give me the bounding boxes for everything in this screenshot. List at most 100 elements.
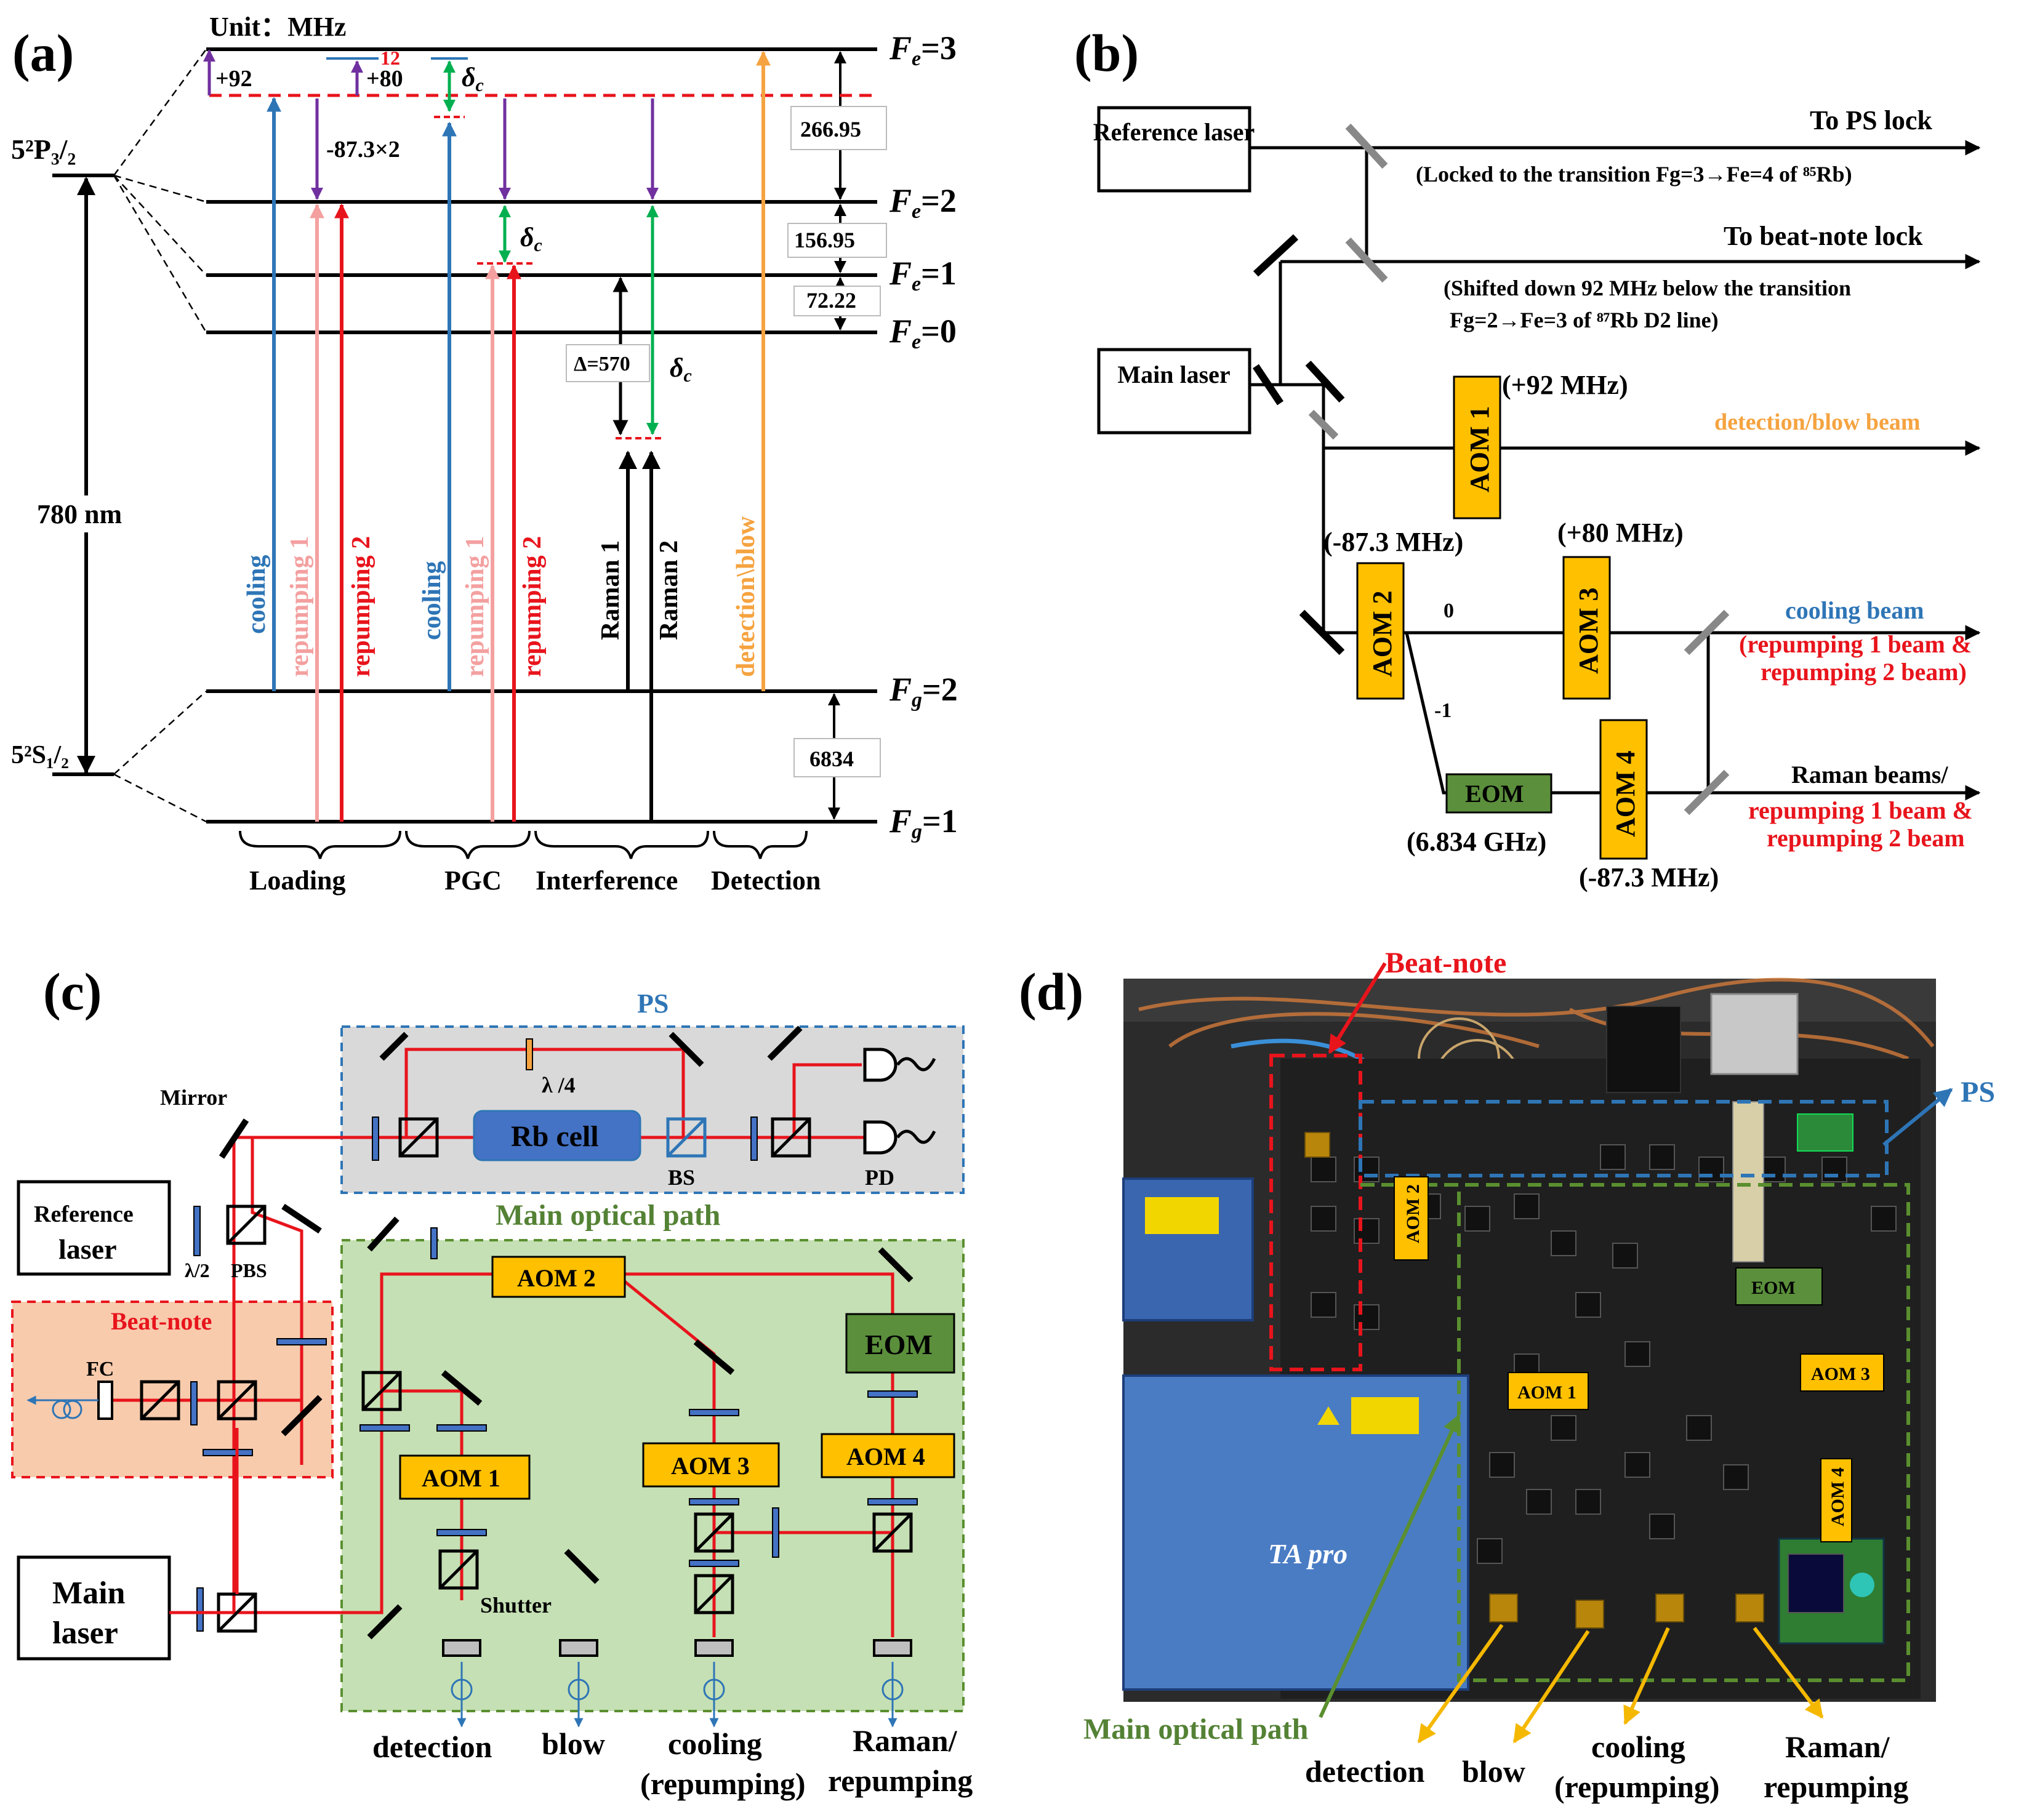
mirror-label: Mirror [160, 1085, 227, 1110]
reference-laser-c [17, 1180, 171, 1276]
heat-sink [1606, 1006, 1681, 1093]
repump-beam-1-b: (repumping 1 beam & [1739, 630, 1972, 658]
panel-d-label: (d) [1019, 962, 1083, 1021]
aom4-box-b [1599, 719, 1648, 860]
reference-laser-c-1: Reference [34, 1201, 134, 1227]
fc-label: FC [86, 1358, 114, 1381]
reference-laser-c-2: laser [58, 1233, 117, 1265]
main-laser-c-1: Main [52, 1576, 126, 1611]
pcb-board [1797, 1113, 1853, 1152]
unit-label: Unit：MHz [209, 12, 346, 42]
svg-text:cooling: cooling [1591, 1730, 1685, 1764]
svg-text:Interference: Interference [536, 865, 678, 896]
svg-text:repumping: repumping [828, 1763, 973, 1798]
reference-laser-label: Reference laser [1093, 118, 1255, 146]
mirrors-c [219, 1025, 914, 1640]
svg-text:detection: detection [1305, 1754, 1425, 1789]
panel-c-label: (c) [43, 962, 102, 1021]
svg-text:Raman/: Raman/ [853, 1723, 958, 1758]
outputs-d: detection blow cooling (repumping) Raman… [1305, 1730, 1908, 1804]
controller-screen [1788, 1553, 1844, 1613]
rf-module [1710, 993, 1799, 1075]
wavelength-label: 780 nm [37, 499, 122, 529]
quarter-wave-label: λ /4 [542, 1073, 576, 1097]
svg-text:Fg=2: Fg=2 [889, 671, 958, 712]
controller-knob [1850, 1573, 1874, 1597]
ps-label-d: PS [1961, 1076, 1995, 1108]
bs-cube [666, 1117, 707, 1158]
raman-repump-1-b: repumping 1 beam & [1748, 796, 1973, 824]
level-labels: Fe=3 Fe=2 Fe=1 Fe=0 Fg=2 Fg=1 [889, 30, 958, 843]
to-ps-lock: To PS lock [1810, 105, 1932, 135]
aom2-label-b: AOM 2 [1367, 590, 1397, 677]
svg-text:repumping 1: repumping 1 [461, 536, 489, 677]
aom2-shift-b: (-87.3 MHz) [1323, 527, 1463, 557]
delta-c-top: δc [462, 62, 484, 95]
photodiodes-c [863, 1048, 936, 1155]
aom1-shift-b: (+92 MHz) [1502, 370, 1628, 400]
eom-label-b: EOM [1465, 780, 1524, 808]
svg-text:(repumping): (repumping) [1554, 1770, 1720, 1804]
beat-note-label-c: Beat-note [111, 1307, 212, 1335]
terminal-strip [1732, 1101, 1764, 1262]
split-fe3-fe2: 266.95 [800, 117, 861, 142]
repump-beam-2-b: repumping 2 beam) [1761, 658, 1967, 686]
raman-repump-2-b: repumping 2 beam [1767, 824, 1965, 852]
cooling-beam-b: cooling beam [1785, 596, 1924, 624]
svg-text:Raman 1: Raman 1 [596, 540, 625, 640]
s12-label: 5²S₁/₂ [11, 741, 69, 769]
svg-text:detection\blow: detection\blow [732, 516, 760, 677]
svg-text:cooling: cooling [418, 561, 446, 640]
bs-label: BS [668, 1165, 695, 1190]
waveplates-c [190, 1038, 918, 1632]
panel-a: (a) Unit：MHz 5²P₃/₂ 5²S₁/₂ 780 nm Fe=3 F… [11, 12, 958, 896]
aom3-label-b: AOM 3 [1573, 587, 1604, 674]
delta-c-raman: δc [670, 353, 692, 386]
beat-note-region-d [1269, 1054, 1362, 1371]
pbs-cubes-c [140, 1117, 913, 1633]
detuning-87: -87.3×2 [326, 137, 400, 162]
fiber-coupler [97, 1381, 113, 1420]
svg-text:repumping 2: repumping 2 [347, 536, 375, 677]
main-path-label-c: Main optical path [496, 1199, 720, 1232]
eom-box-c [845, 1313, 955, 1374]
svg-text:Fe=0: Fe=0 [889, 313, 957, 353]
reference-laser-box [1097, 106, 1251, 193]
eom-box-b [1445, 773, 1552, 814]
aom3-box-b [1562, 556, 1611, 700]
aom1-label-c: AOM 1 [422, 1464, 500, 1492]
svg-text:AOM 2: AOM 2 [1403, 1184, 1423, 1243]
ta-pro-label: TA pro [1268, 1538, 1347, 1569]
rb-cell [473, 1110, 641, 1161]
detection-blow-b: detection/blow beam [1714, 409, 1921, 435]
splitting-arrows [828, 51, 846, 820]
fiber-outputs-c [451, 1662, 904, 1728]
svg-text:Fe=2: Fe=2 [889, 182, 957, 223]
order-0: 0 [1444, 599, 1454, 622]
beam-labels: cooling repumping 1 repumping 2 cooling … [243, 516, 760, 677]
aom2-box-b [1356, 562, 1405, 700]
order-1: -1 [1434, 699, 1452, 722]
main-laser-c [17, 1555, 171, 1661]
stage-braces [239, 830, 808, 859]
optics-b [1308, 123, 1730, 816]
main-path-region-d [1360, 1183, 1910, 1682]
p32-label: 5²P₃/₂ [11, 134, 76, 165]
detuning-12: 12 [380, 47, 400, 69]
aom2-label-c: AOM 2 [517, 1264, 596, 1292]
delta-c-mid: δc [520, 222, 542, 255]
svg-text:repumping: repumping [1764, 1770, 1908, 1804]
raman-delta: Δ=570 [574, 353, 630, 375]
eom-freq-b: (6.834 GHz) [1407, 827, 1546, 857]
aom1-box-b [1453, 375, 1501, 519]
shutter-label: Shutter [480, 1593, 552, 1618]
svg-text:repumping 1: repumping 1 [286, 536, 314, 677]
svg-text:Fe=1: Fe=1 [889, 255, 957, 295]
raman-beams-b: Raman beams/ [1791, 761, 1948, 788]
panel-a-label: (a) [12, 23, 74, 82]
aom1-label-b: AOM 1 [1464, 406, 1495, 492]
main-laser-c-2: laser [52, 1616, 118, 1651]
svg-text:detection: detection [372, 1730, 492, 1764]
outputs-c: detection blow cooling (repumping) Raman… [372, 1723, 973, 1801]
half-wave-label: λ/2 [185, 1259, 210, 1281]
